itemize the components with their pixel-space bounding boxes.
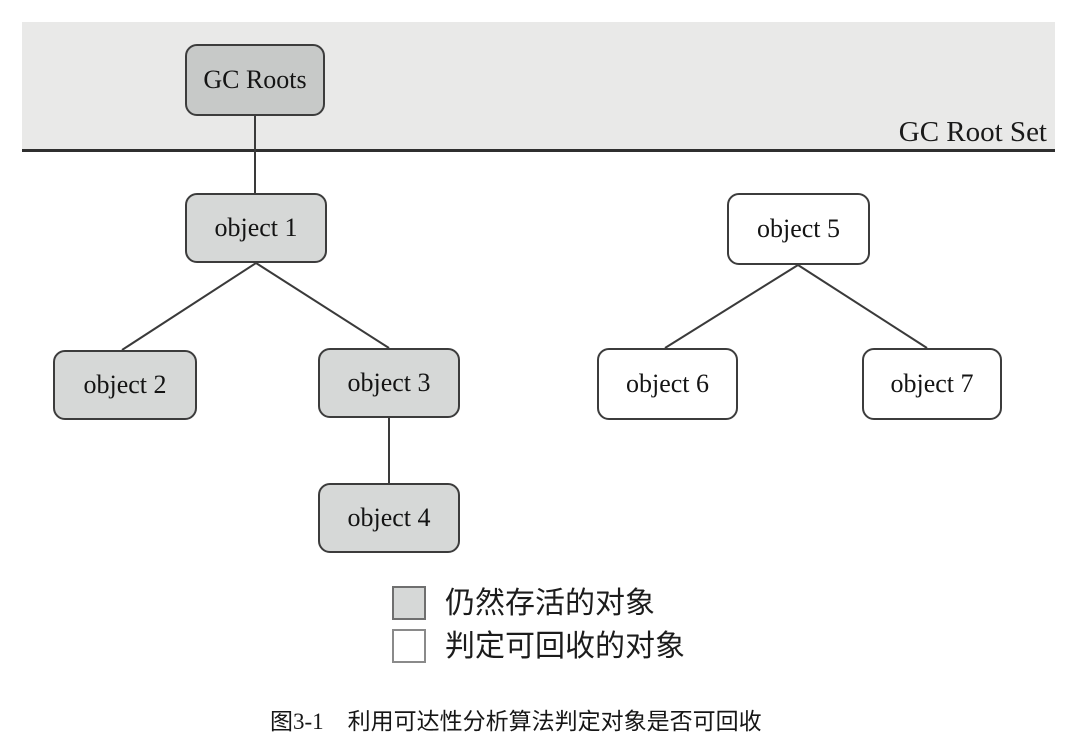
legend-swatch-collectible [392,629,426,663]
edge-object5-object6 [664,264,799,349]
node-object-6-label: object 6 [625,369,710,398]
node-object-6: object 6 [597,348,738,420]
legend: 仍然存活的对象 判定可回收的对象 [392,586,685,672]
node-object-7-label: object 7 [890,369,974,398]
figure-caption: 图3-1 利用可达性分析算法判定对象是否可回收 [270,702,762,736]
node-object-1: object 1 [185,193,327,263]
node-object-3-label: object 3 [347,368,431,397]
node-object-1-label: object 1 [214,213,298,242]
node-object-2: object 2 [53,350,197,420]
figure-caption-text: 利用可达性分析算法判定对象是否可回收 [347,709,762,734]
legend-row-collectible: 判定可回收的对象 [392,629,685,663]
node-gc-roots-label: GC Roots [203,65,307,94]
edge-object5-object7 [797,264,928,349]
node-object-2-label: object 2 [83,370,167,399]
node-object-3: object 3 [318,348,460,418]
legend-label-collectible: 判定可回收的对象 [445,629,685,663]
node-object-5-label: object 5 [756,214,841,243]
figure-caption-number: 图3-1 [270,709,324,734]
node-object-7: object 7 [862,348,1002,420]
gc-root-set-label: GC Root Set [898,116,1047,148]
legend-swatch-alive [392,586,426,620]
node-object-5: object 5 [727,193,870,265]
edge-object1-object3 [255,262,390,349]
node-gc-roots: GC Roots [185,44,325,116]
gc-root-set-band: GC Root Set [22,22,1055,152]
legend-label-alive: 仍然存活的对象 [445,586,655,620]
legend-row-alive: 仍然存活的对象 [392,586,685,620]
node-object-4-label: object 4 [347,503,431,532]
node-object-4: object 4 [318,483,460,553]
edge-object1-object2 [121,262,257,351]
